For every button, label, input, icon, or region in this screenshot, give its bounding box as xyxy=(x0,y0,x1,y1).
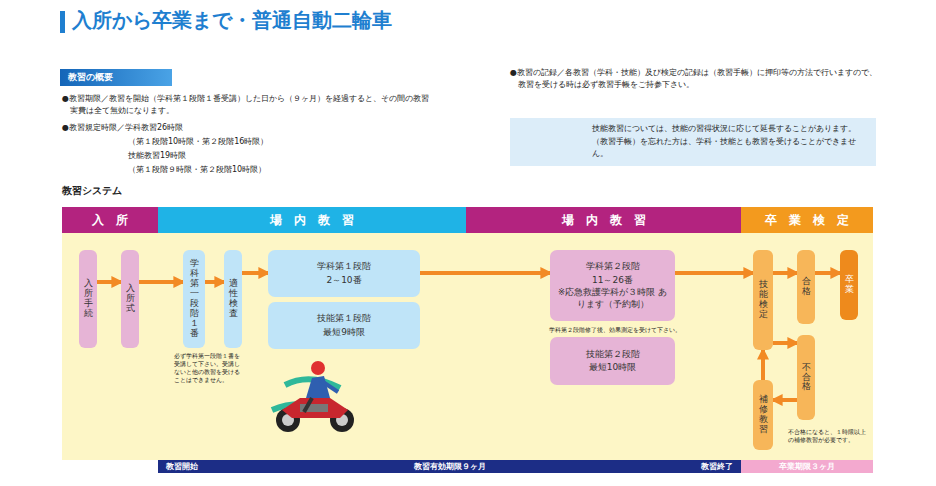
node-text: 2～10番 xyxy=(326,274,361,288)
step-box: 学科第一段階１番 xyxy=(183,250,205,348)
flow-arrow xyxy=(773,398,797,402)
step-box: 入所手続 xyxy=(79,250,97,348)
step-box: 入所式 xyxy=(121,250,139,348)
node-text: 入所手続 xyxy=(84,279,93,319)
note-text: （第１段階９時限・第２段階10時限） xyxy=(128,164,348,176)
node-text: 卒 業 検 定 xyxy=(765,212,849,229)
stage-header: 場 内 教 習 xyxy=(158,207,466,233)
stage-header: 卒 業 検 定 xyxy=(741,207,873,233)
flow-arrow xyxy=(97,280,121,284)
node-text: 11～26番 xyxy=(592,274,633,288)
lesson-box: 技能第２段階最短10時限 xyxy=(550,337,675,385)
node-text: 技能第２段階 xyxy=(586,348,640,362)
info-box: 技能教習については、技能の習得状況に応じて延長することがあります。（教習手帳）を… xyxy=(510,118,876,166)
period-bar: 卒業期限３ヶ月 xyxy=(741,460,873,473)
note-text: ●教習の記録／各教習（学科・技能）及び検定の記録は（教習手帳）に押印等の方法で行… xyxy=(510,67,882,92)
flow-arrow xyxy=(242,271,268,275)
note-text: 不合格になると、１時限以上の補修教習が必要です。 xyxy=(788,428,868,444)
page-title: 入所から卒業まで・普通自動二輪車 xyxy=(72,7,392,33)
flow-arrow xyxy=(761,350,765,380)
flow-arrow xyxy=(773,341,797,345)
period-bar: 教習開始 教習有効期限９ヶ月 教習終了 xyxy=(158,460,741,473)
flow-arrow xyxy=(205,280,224,284)
node-text: 入 所 xyxy=(92,212,128,229)
node-text: 最短10時限 xyxy=(589,361,636,375)
node-text: 教習終了 xyxy=(701,462,733,472)
node-text: 場 内 教 習 xyxy=(270,212,354,229)
node-text: 適性検査 xyxy=(229,279,238,319)
node-text: 学科第２段階 xyxy=(586,260,640,274)
title-bar xyxy=(60,11,65,33)
node-text: 教習開始 xyxy=(166,462,198,472)
stage-header: 入 所 xyxy=(62,207,158,233)
node-text: 最短9時限 xyxy=(323,326,365,340)
note-text: ●教習期限／教習を開始（学科第１段階１番受講）した日から（９ヶ月）を経過すると、… xyxy=(62,93,434,118)
node-text: 技能検定 xyxy=(759,280,768,320)
node-text: 補修教習 xyxy=(759,395,768,435)
flow-arrow xyxy=(815,271,840,275)
node-text: 教習有効期限９ヶ月 xyxy=(414,462,486,472)
node-text: 不合格 xyxy=(802,363,811,393)
node-text: 教習の概要 xyxy=(68,71,113,84)
flow-arrow xyxy=(773,271,797,275)
note-text: （第１段階10時限・第２段階16時限） xyxy=(128,136,348,148)
note-text: 学科第２段階修了後、効果測定を受けて下さい。 xyxy=(549,325,699,334)
note-text: 技能教習19時限 xyxy=(128,150,328,162)
section-tab: 教習の概要 xyxy=(60,69,172,86)
node-text: 卒業 xyxy=(845,275,854,295)
remedial-box: 補修教習 xyxy=(753,380,773,450)
result-box: 不合格 xyxy=(797,335,815,420)
node-text: 技能第１段階 xyxy=(317,312,371,326)
stage-header: 場 内 教 習 xyxy=(466,207,741,233)
flow-arrow xyxy=(420,271,550,275)
graduation-box: 卒業 xyxy=(840,250,858,320)
step-box: 適性検査 xyxy=(224,250,242,348)
lesson-box: 学科第２段階11～26番※応急救護学科が３時限 あります（予約制） xyxy=(550,250,675,321)
node-text: 合格 xyxy=(802,277,811,297)
note-text: ●教習規定時限／学科教習26時限 xyxy=(62,122,262,134)
motorcycle-illustration xyxy=(272,361,354,432)
exam-box: 技能検定 xyxy=(753,250,773,350)
lesson-box: 技能第１段階最短9時限 xyxy=(268,302,420,349)
node-text: ※応急救護学科が３時限 あります（予約制） xyxy=(554,287,671,311)
result-box: 合格 xyxy=(797,250,815,324)
node-text: 学科第一段階１番 xyxy=(190,259,199,338)
flow-arrow xyxy=(139,280,183,284)
node-text: 場 内 教 習 xyxy=(562,212,646,229)
note-text: 教習システム xyxy=(62,183,212,199)
node-text: 卒業期限３ヶ月 xyxy=(779,462,835,472)
node-text: 入所式 xyxy=(126,284,135,314)
lesson-box: 学科第１段階2～10番 xyxy=(268,250,420,297)
flow-arrow xyxy=(675,271,753,275)
node-text: 技能教習については、技能の習得状況に応じて延長することがあります。（教習手帳）を… xyxy=(592,123,868,161)
flow-ground xyxy=(62,233,873,460)
note-text: 必ず学科第一段階１番を受講して下さい。受講しないと他の教習を受けることはできませ… xyxy=(174,352,240,384)
node-text: 学科第１段階 xyxy=(317,260,371,274)
